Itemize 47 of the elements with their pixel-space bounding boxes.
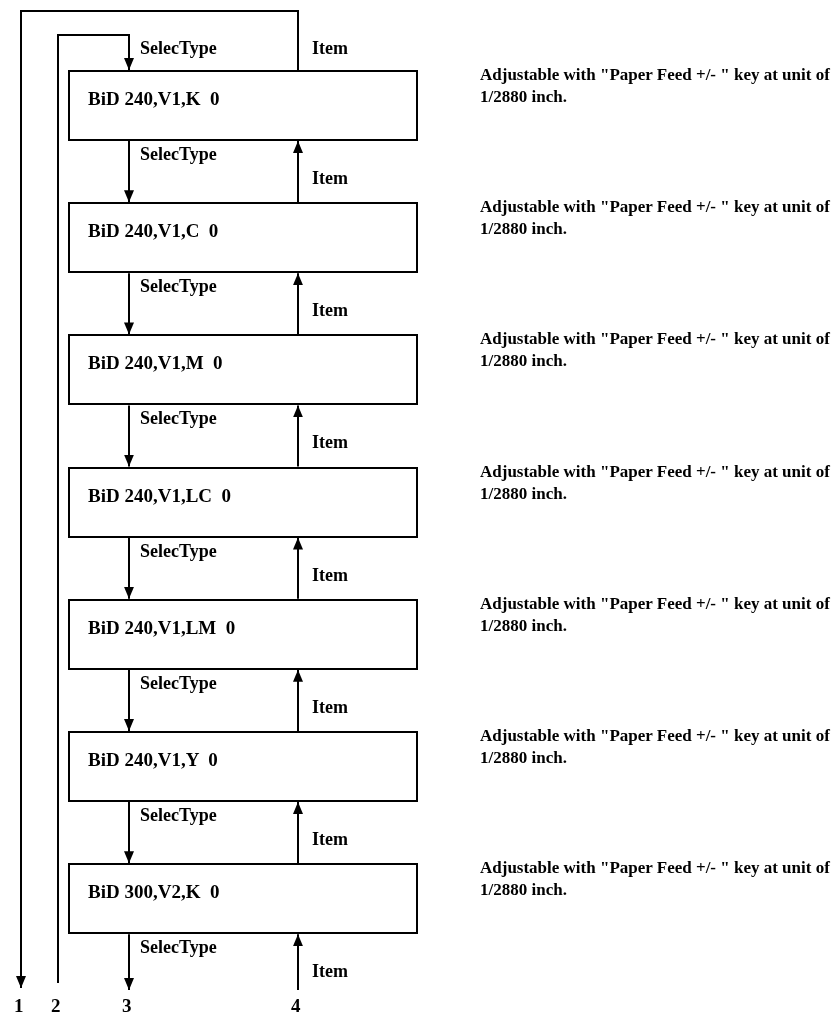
process-box [68, 466, 418, 538]
note-text: Adjustable with "Paper Feed +/- " key at unit of 1/2880 inch. [480, 328, 830, 373]
edge-label: SelecType [140, 408, 217, 429]
box-label: BiD 240,V1,LC 0 [88, 484, 232, 507]
terminal-number: 2 [51, 996, 61, 1016]
process-box [68, 70, 418, 141]
box-label: BiD 240,V1,K 0 [88, 88, 220, 110]
arrow [293, 536, 303, 600]
edge-label: SelecType [140, 38, 217, 58]
edge-label: SelecType [140, 276, 217, 297]
box-label: BiD 240,V1,M 0 [88, 352, 223, 375]
arrow [293, 933, 303, 991]
terminal-number: 4 [291, 996, 301, 1016]
arrow [124, 933, 134, 991]
note-text: Adjustable with "Paper Feed +/- " key at unit of 1/2880 inch. [480, 460, 830, 505]
arrow [124, 668, 134, 732]
arrow [124, 404, 134, 468]
edge-label: SelecType [140, 144, 217, 164]
note-text: Adjustable with "Paper Feed +/- " key at unit of 1/2880 inch. [480, 196, 830, 241]
terminal-number: 3 [122, 996, 132, 1016]
process-box [68, 598, 418, 670]
arrow [57, 34, 134, 984]
process-box [68, 863, 418, 935]
arrow [293, 404, 303, 468]
arrow [124, 140, 134, 204]
arrow [124, 272, 134, 336]
process-box [68, 202, 418, 274]
note-text: Adjustable with "Paper Feed +/- " key at unit of 1/2880 inch. [480, 857, 830, 902]
process-box [68, 334, 418, 406]
arrow [293, 801, 303, 865]
edge-label: SelecType [140, 937, 217, 958]
arrow [124, 536, 134, 600]
process-box [68, 731, 418, 802]
note-text: Adjustable with "Paper Feed +/- " key at unit of 1/2880 inch. [480, 725, 830, 769]
box-label: BiD 300,V2,K 0 [88, 881, 220, 904]
box-label: BiD 240,V1,C 0 [88, 220, 219, 243]
note-text: Adjustable with "Paper Feed +/- " key at unit of 1/2880 inch. [480, 592, 830, 637]
arrow [293, 272, 303, 336]
note-text: Adjustable with "Paper Feed +/- " key at unit of 1/2880 inch. [480, 64, 830, 108]
box-label: BiD 240,V1,Y 0 [88, 749, 218, 771]
box-label: BiD 240,V1,LM 0 [88, 616, 236, 639]
arrow [124, 801, 134, 865]
arrow [293, 140, 303, 204]
terminal-number: 1 [14, 996, 24, 1016]
edge-label: SelecType [140, 805, 217, 825]
arrow [293, 668, 303, 732]
arrow [16, 10, 299, 989]
